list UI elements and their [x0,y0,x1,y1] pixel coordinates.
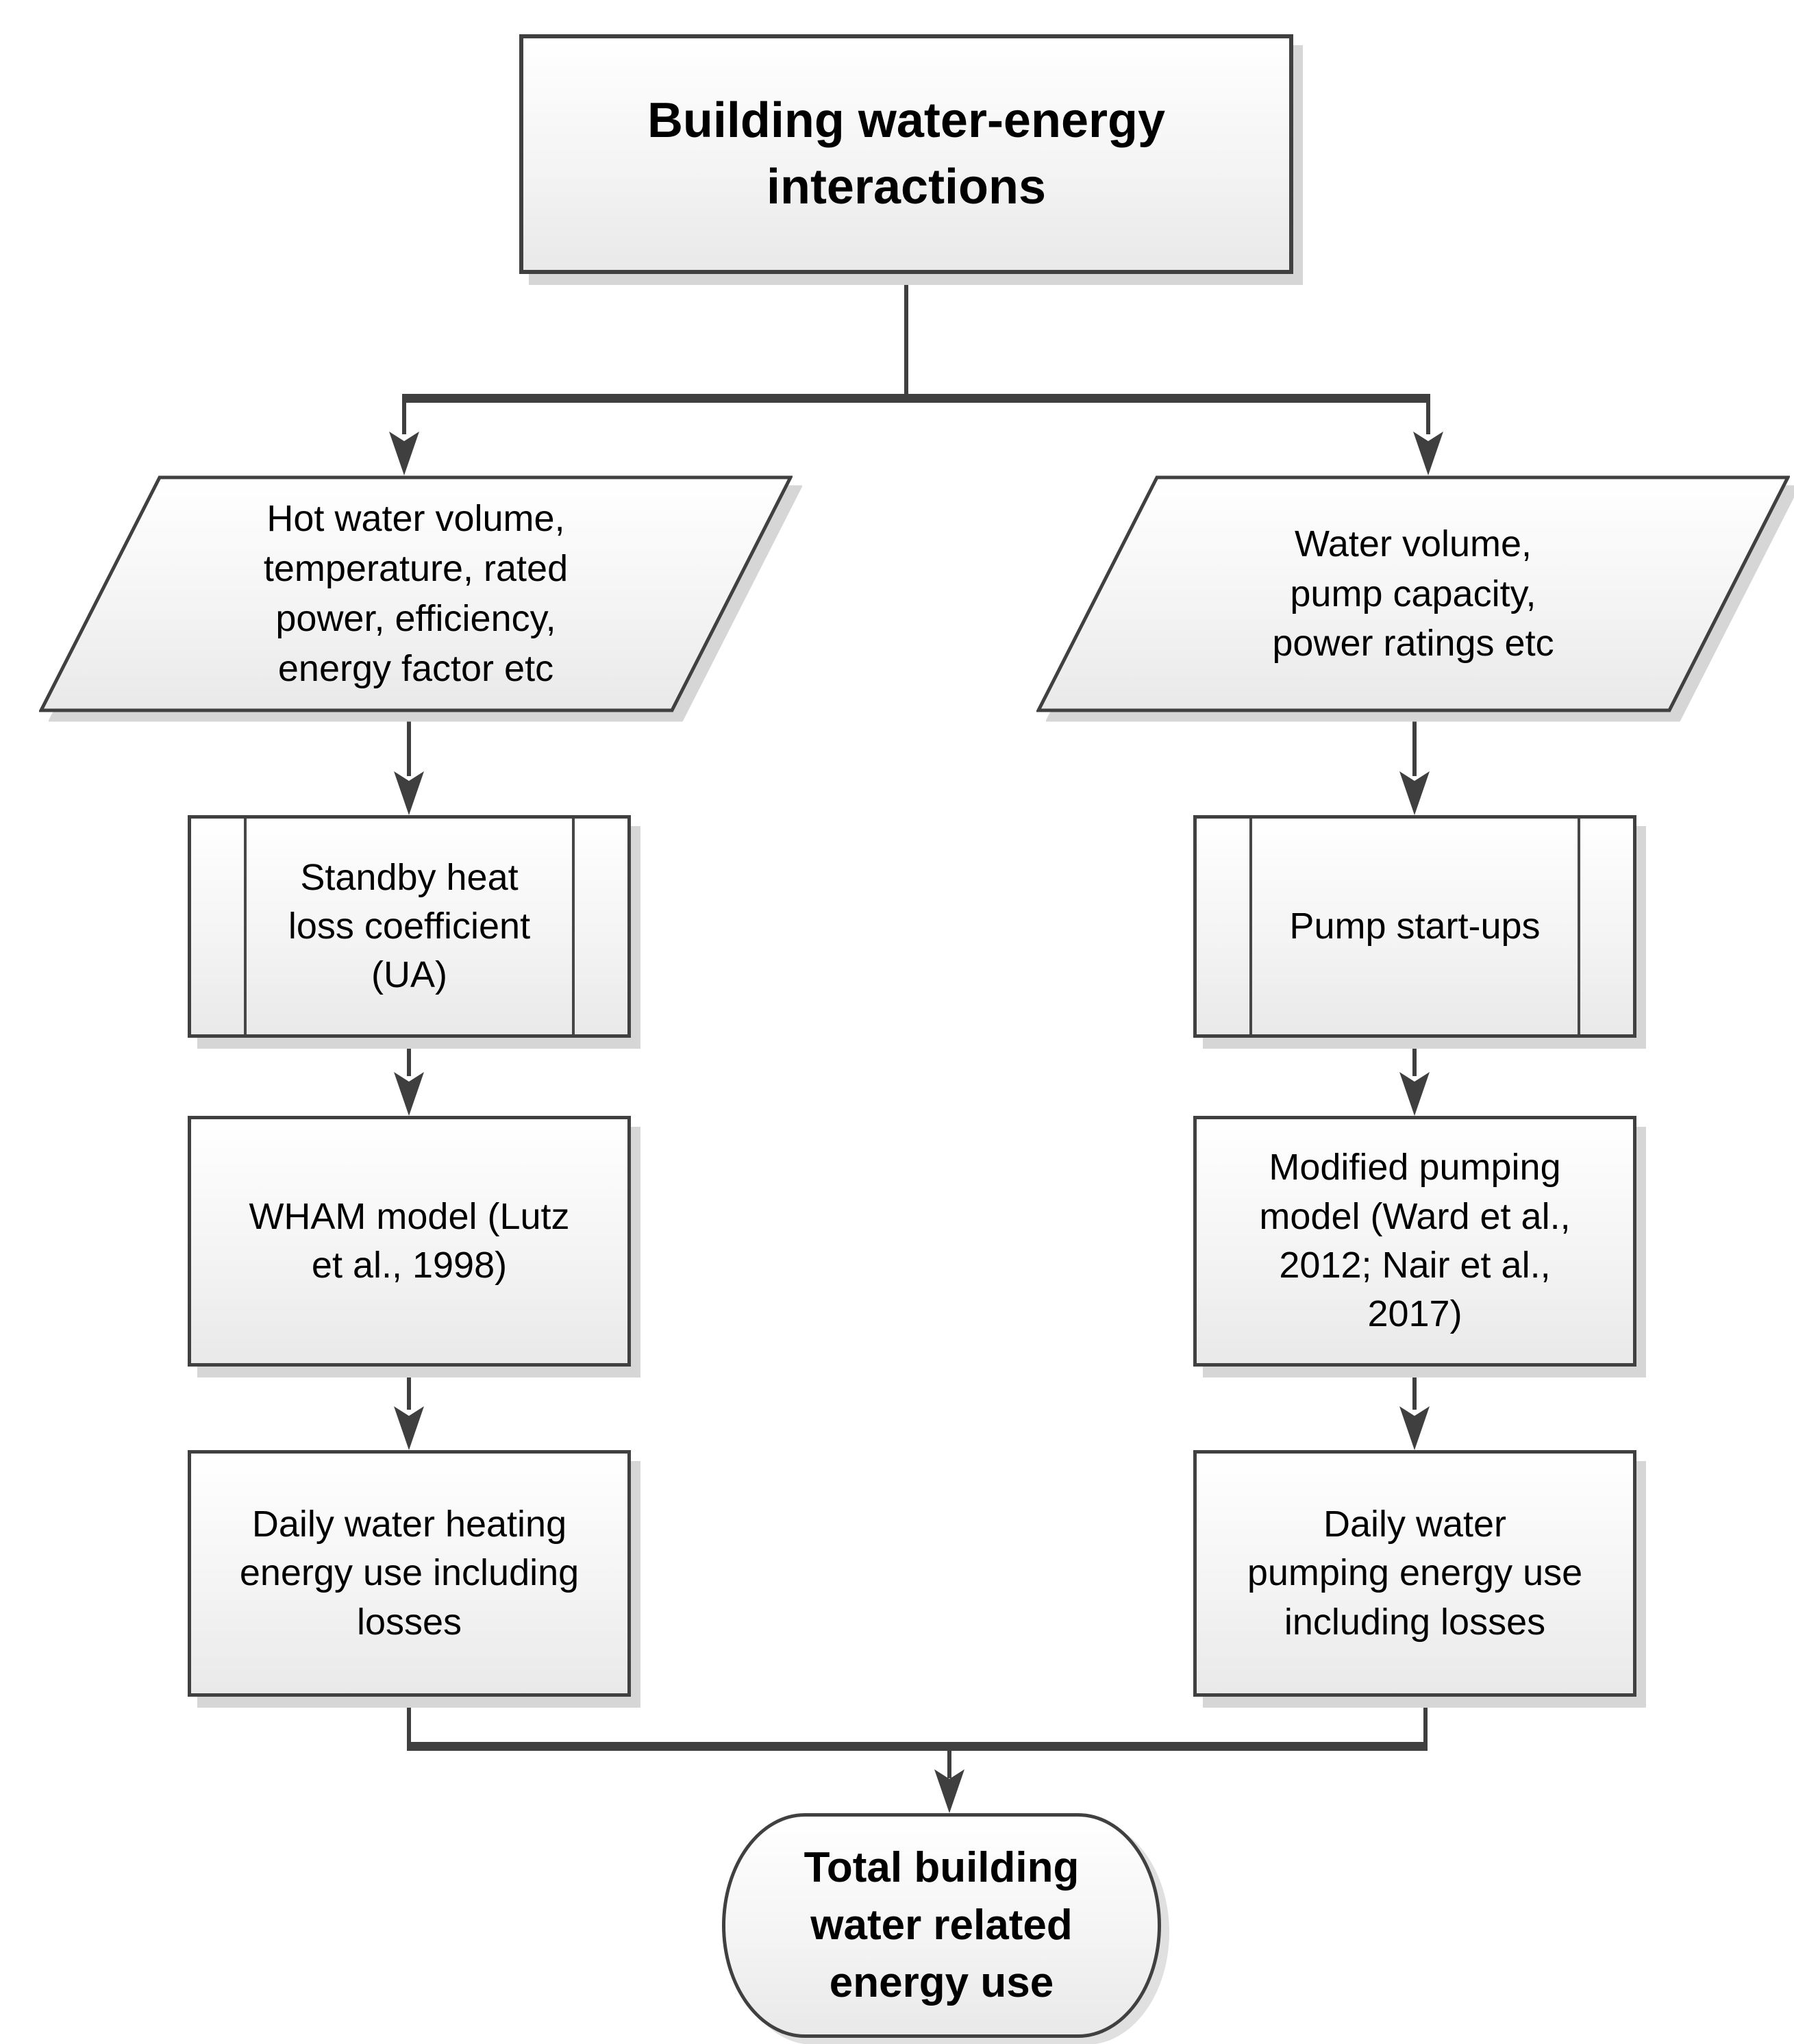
connector-right-process-to-model [1412,1036,1417,1076]
output-left-label: Daily water heating energy use including… [239,1504,580,1643]
down-arrowhead-icon [394,771,424,815]
connector-branch-left [402,403,406,434]
down-arrowhead-icon [394,1406,424,1450]
process-right-label: Pump start-ups [1289,905,1541,947]
connector-left-model-to-output [407,1365,411,1410]
down-arrowhead-icon [394,1072,424,1116]
connector-right-output-elbow [1423,1695,1428,1750]
connector-root-to-branch [904,273,908,403]
predefined-process-left: Standby heat loss coefficient (UA) [188,815,631,1038]
root-node-label: Building water-energy interactions [647,92,1166,214]
input-left-label: Hot water volume, temperature, rated pow… [263,498,569,689]
process-left-label: Standby heat loss coefficient (UA) [288,856,531,996]
model-left-label: WHAM model (Lutz et al., 1998) [249,1195,570,1286]
predefined-inner-line [244,819,247,1034]
convergence-bar [407,1742,1428,1751]
connector-right-input-to-process [1412,711,1417,776]
down-arrowhead-icon [1413,432,1443,475]
root-node: Building water-energy interactions [519,34,1293,274]
connector-left-input-to-process [407,711,411,776]
down-arrowhead-icon [1399,771,1430,815]
input-parallelogram-left: Hot water volume, temperature, rated pow… [39,475,793,712]
input-parallelogram-right: Water volume, pump capacity, power ratin… [1036,475,1790,712]
down-arrowhead-icon [1399,1406,1430,1450]
terminator-node: Total building water related energy use [722,1813,1161,2038]
connector-to-terminal [947,1751,951,1778]
down-arrowhead-icon [1399,1072,1430,1116]
connector-left-process-to-model [407,1036,411,1076]
connector-left-output-elbow [407,1695,411,1750]
down-arrowhead-icon [934,1769,964,1813]
predefined-inner-line [1249,819,1252,1034]
connector-right-model-to-output [1412,1365,1417,1410]
input-right-label: Water volume, pump capacity, power ratin… [1272,523,1554,664]
down-arrowhead-icon [389,432,419,475]
model-box-left: WHAM model (Lutz et al., 1998) [188,1116,631,1367]
output-right-label: Daily water pumping energy use including… [1247,1504,1583,1643]
connector-branch-right [1426,403,1430,434]
predefined-inner-line [572,819,575,1034]
predefined-inner-line [1578,819,1580,1034]
output-box-right: Daily water pumping energy use including… [1193,1450,1636,1697]
terminator-label: Total building water related energy use [803,1844,1080,2006]
predefined-process-right: Pump start-ups [1193,815,1636,1038]
output-box-left: Daily water heating energy use including… [188,1450,631,1697]
model-right-label: Modified pumping model (Ward et al., 201… [1259,1147,1571,1335]
parallelogram-shape [1036,475,1790,712]
model-box-right: Modified pumping model (Ward et al., 201… [1193,1116,1636,1367]
branch-bar [402,394,1430,403]
parallelogram-shape [39,475,793,712]
